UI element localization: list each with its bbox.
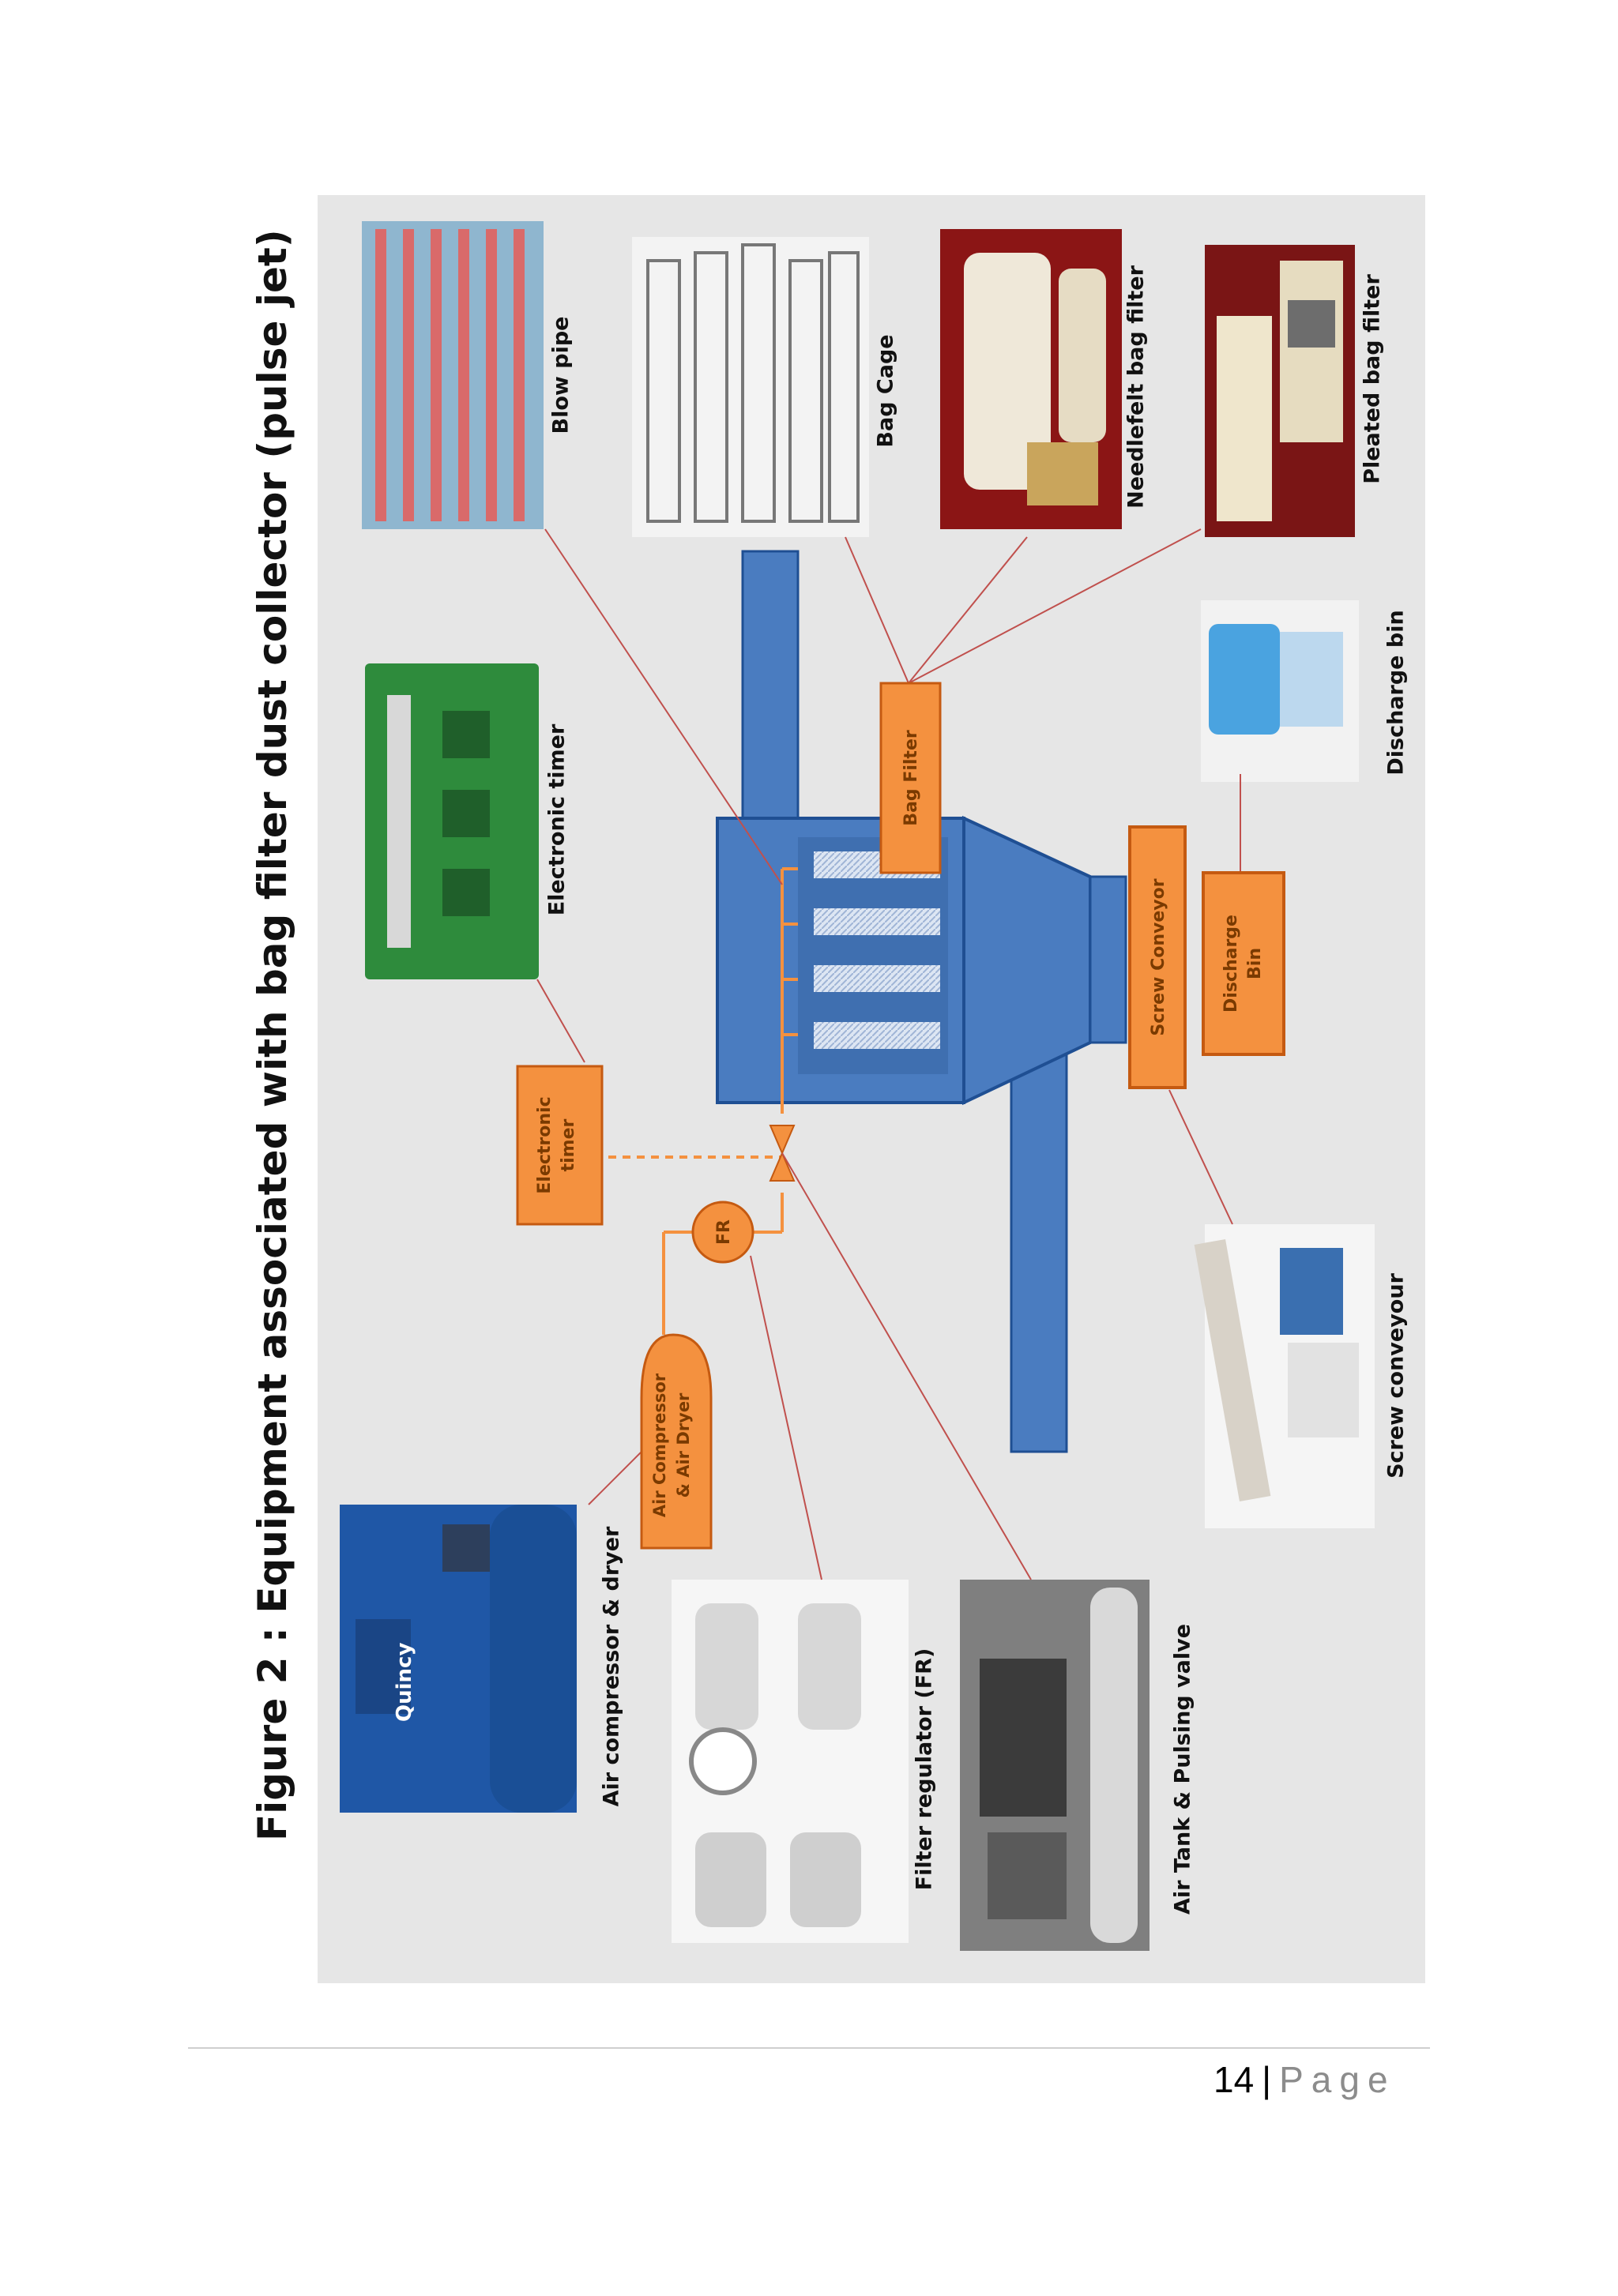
air-compressor-box-line1: Air Compressor xyxy=(650,1373,669,1517)
fr-circle-label: FR xyxy=(714,1219,734,1245)
page-label: Page xyxy=(1279,2059,1396,2100)
air-compressor-box: Air Compressor & Air Dryer xyxy=(640,1333,713,1550)
quincy-brand-text: Quincy xyxy=(393,1643,416,1722)
air-compressor-box-line2: & Air Dryer xyxy=(674,1392,693,1497)
figure-title: Figure 2 : Equipment associated with bag… xyxy=(250,229,295,1841)
fr-circle: FR xyxy=(691,1201,754,1264)
pulsing-valve-symbol xyxy=(769,1125,796,1182)
discharge-bin-box-line1: Discharge xyxy=(1221,915,1241,1013)
air-tank-pulsing-valve-photo xyxy=(960,1580,1150,1951)
air-compressor-photo: Quincy xyxy=(340,1505,577,1813)
caption-electronic-timer: Electronic timer xyxy=(544,723,570,916)
bag-cage-photo xyxy=(632,237,869,537)
caption-bag-cage: Bag Cage xyxy=(873,334,898,448)
discharge-bin-box: Discharge Bin xyxy=(1202,871,1285,1056)
caption-needlefelt-bag-filter: Needlefelt bag filter xyxy=(1123,265,1149,509)
caption-discharge-bin: Discharge bin xyxy=(1383,610,1409,776)
leader-lines xyxy=(536,528,1241,1580)
pleated-bag-filter-photo xyxy=(1205,245,1355,537)
air-manifold-piping xyxy=(608,867,798,1335)
caption-blow-pipe: Blow pipe xyxy=(548,316,574,434)
needlefelt-bag-filter-photo xyxy=(940,229,1122,529)
bag-filter-box: Bag Filter xyxy=(879,682,942,874)
electronic-timer-photo xyxy=(365,663,539,979)
footer-rule xyxy=(188,2047,1430,2049)
page-separator: | xyxy=(1262,2059,1272,2100)
filter-regulator-photo xyxy=(672,1580,909,1943)
bag-filter-box-label: Bag Filter xyxy=(901,730,921,826)
electronic-timer-box-line2: timer xyxy=(559,1118,578,1171)
page-number: 14 xyxy=(1214,2059,1255,2100)
caption-air-tank-pulsing-valve: Air Tank & Pulsing valve xyxy=(1170,1623,1195,1915)
page-footer: 14|Page xyxy=(1214,2058,1396,2101)
electronic-timer-box-line1: Electronic xyxy=(535,1096,555,1193)
electronic-timer-box: Electronic timer xyxy=(516,1065,604,1226)
caption-screw-conveyour: Screw conveyour xyxy=(1383,1273,1409,1479)
blow-pipe-photo xyxy=(362,221,544,529)
screw-conveyour-photo xyxy=(1194,1224,1375,1528)
caption-pleated-bag-filter: Pleated bag filter xyxy=(1360,274,1385,484)
screw-conveyor-box-label: Screw Conveyor xyxy=(1149,878,1168,1035)
caption-air-compressor-dryer: Air compressor & dryer xyxy=(599,1526,624,1807)
discharge-bin-photo xyxy=(1201,600,1359,782)
screw-conveyor-box: Screw Conveyor xyxy=(1128,825,1187,1089)
discharge-bin-box-line2: Bin xyxy=(1245,948,1265,979)
caption-filter-regulator: Filter regulator (FR) xyxy=(912,1648,937,1891)
